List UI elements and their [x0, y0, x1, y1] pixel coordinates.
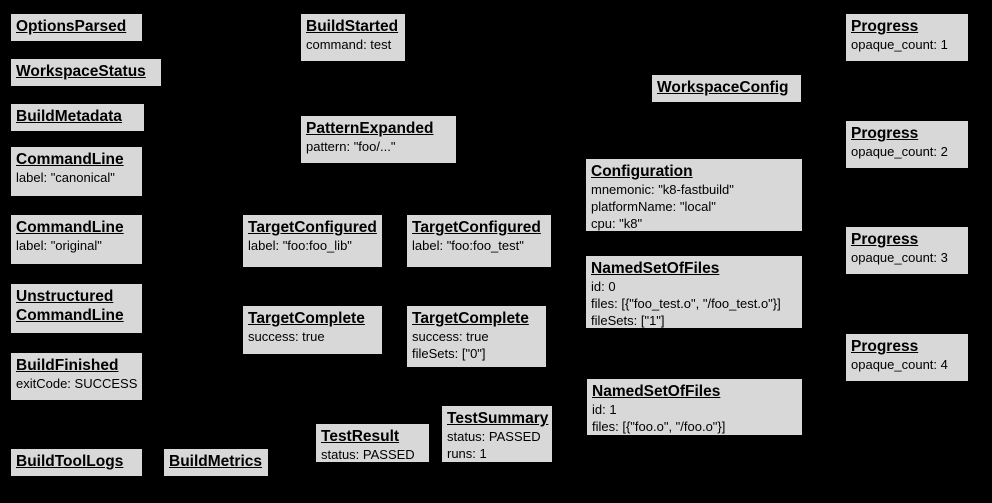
node-title: TestResult	[321, 428, 400, 445]
event-node-command-line-canonical: CommandLine label: "canonical"	[10, 146, 143, 197]
node-field: exitCode: SUCCESS	[16, 376, 138, 391]
node-title: TargetComplete	[412, 310, 529, 327]
event-node-target-complete-foo-lib: TargetComplete success: true	[242, 305, 383, 355]
node-title: BuildToolLogs	[16, 453, 124, 470]
node-field: label: "foo:foo_lib"	[248, 238, 352, 253]
node-title: WorkspaceStatus	[16, 63, 146, 80]
node-title: BuildMetadata	[16, 108, 122, 125]
event-node-workspace-config: WorkspaceConfig	[651, 74, 802, 103]
event-node-progress-4: Progress opaque_count: 4	[845, 333, 969, 382]
node-title: CommandLine	[16, 151, 124, 168]
event-node-target-configured-foo-lib: TargetConfigured label: "foo:foo_lib"	[242, 214, 383, 268]
node-field: label: "foo:foo_test"	[412, 238, 524, 253]
node-field: opaque_count: 2	[851, 144, 948, 159]
event-node-build-started: BuildStarted command: test	[300, 13, 406, 62]
node-title: OptionsParsed	[16, 18, 127, 35]
node-title: WorkspaceConfig	[657, 79, 789, 96]
node-title: Progress	[851, 125, 919, 142]
node-field: command: test	[306, 37, 392, 52]
node-title: BuildFinished	[16, 357, 119, 374]
event-node-test-summary: TestSummary status: PASSED runs: 1	[441, 405, 553, 463]
node-field: opaque_count: 4	[851, 357, 948, 372]
node-field: id: 1	[592, 402, 617, 417]
event-node-command-line-original: CommandLine label: "original"	[10, 214, 143, 265]
node-field: runs: 1	[447, 446, 487, 461]
event-node-progress-1: Progress opaque_count: 1	[845, 13, 969, 62]
node-title: PatternExpanded	[306, 120, 434, 137]
event-node-named-set-of-files-1: NamedSetOfFiles id: 1 files: [{"foo.o", "/…	[586, 378, 803, 436]
node-field: success: true	[412, 329, 489, 344]
event-node-options-parsed: OptionsParsed	[10, 13, 143, 42]
node-title: BuildStarted	[306, 18, 399, 35]
event-node-build-tool-logs: BuildToolLogs	[10, 448, 143, 477]
node-field: success: true	[248, 329, 325, 344]
event-node-test-result: TestResult status: PASSED	[315, 423, 430, 463]
node-field: status: PASSED	[447, 429, 541, 444]
node-field: fileSets: ["1"]	[591, 313, 665, 328]
event-node-progress-3: Progress opaque_count: 3	[845, 226, 969, 275]
node-title: NamedSetOfFiles	[591, 260, 720, 277]
event-node-target-complete-foo-test: TargetComplete success: true fileSets: ["0…	[406, 305, 547, 368]
node-field: pattern: "foo/..."	[306, 139, 396, 154]
node-title: Progress	[851, 338, 919, 355]
node-title: TargetComplete	[248, 310, 365, 327]
node-title: Progress	[851, 18, 919, 35]
event-node-build-metadata: BuildMetadata	[10, 103, 145, 132]
event-node-workspace-status: WorkspaceStatus	[10, 58, 162, 87]
node-field: label: "canonical"	[16, 170, 115, 185]
node-title: CommandLine	[16, 219, 124, 236]
node-field: cpu: "k8"	[591, 216, 643, 231]
node-field: mnemonic: "k8-fastbuild"	[591, 182, 734, 197]
node-title: NamedSetOfFiles	[592, 383, 721, 400]
node-title: TestSummary	[447, 410, 549, 427]
node-title: BuildMetrics	[169, 453, 263, 470]
node-field: fileSets: ["0"]	[412, 346, 486, 361]
node-field: files: [{"foo.o", "/foo.o"}]	[592, 419, 726, 434]
node-title: TargetConfigured	[412, 219, 541, 236]
node-title: Configuration	[591, 163, 693, 180]
event-node-target-configured-foo-test: TargetConfigured label: "foo:foo_test"	[406, 214, 552, 268]
event-node-progress-2: Progress opaque_count: 2	[845, 120, 969, 169]
node-field: opaque_count: 3	[851, 250, 948, 265]
node-field: files: [{"foo_test.o", "/foo_test.o"}]	[591, 296, 781, 311]
event-node-configuration: Configuration mnemonic: "k8-fastbuild" pla…	[585, 158, 803, 232]
node-field: platformName: "local"	[591, 199, 716, 214]
node-title: CommandLine	[16, 307, 124, 324]
node-title: Unstructured	[16, 288, 114, 305]
event-node-named-set-of-files-0: NamedSetOfFiles id: 0 files: [{"foo_test.o…	[585, 255, 803, 329]
event-node-build-finished: BuildFinished exitCode: SUCCESS	[10, 352, 143, 401]
node-field: id: 0	[591, 279, 616, 294]
node-title: TargetConfigured	[248, 219, 377, 236]
node-field: label: "original"	[16, 238, 102, 253]
event-node-build-metrics: BuildMetrics	[163, 448, 269, 477]
node-field: opaque_count: 1	[851, 37, 948, 52]
node-title: Progress	[851, 231, 919, 248]
node-field: status: PASSED	[321, 447, 415, 462]
event-node-pattern-expanded: PatternExpanded pattern: "foo/..."	[300, 115, 457, 164]
